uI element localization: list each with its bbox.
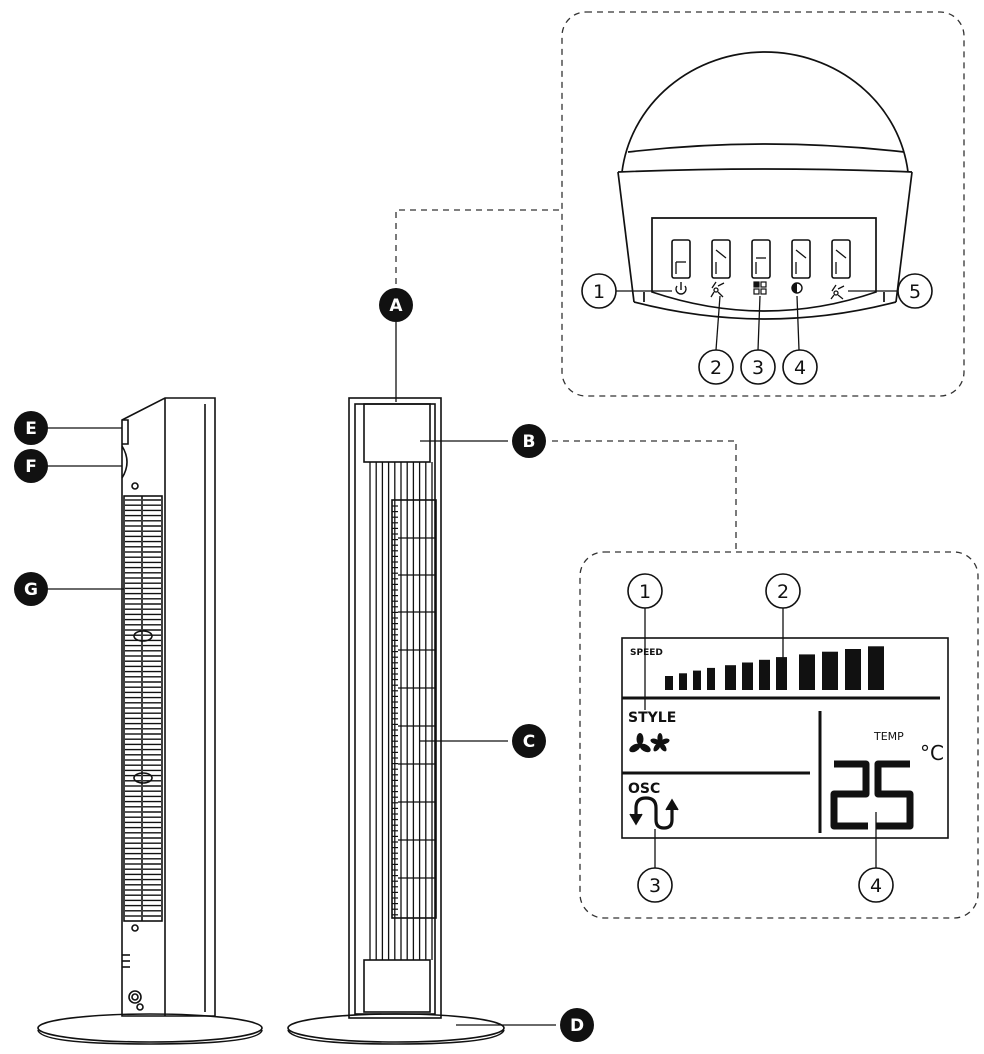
svg-text:D: D	[570, 1016, 584, 1036]
lcd-temp-digits	[830, 760, 914, 830]
panel-button-5	[831, 239, 851, 279]
lcd-callout-1: 1	[627, 573, 663, 609]
svg-text:1: 1	[639, 581, 651, 603]
svg-text:C: C	[523, 732, 535, 752]
osc-arrows-icon	[629, 796, 679, 830]
panel-button-3	[751, 239, 771, 279]
panel-callout-3: 3	[740, 349, 776, 385]
lcd-style-label: STYLE	[628, 710, 676, 726]
lcd-screen	[621, 637, 949, 839]
dashed-connectors	[395, 209, 737, 552]
lcd-detail-box	[579, 551, 979, 919]
panel-callout-2: 2	[698, 349, 734, 385]
lcd-callout-3: 3	[637, 867, 673, 903]
lcd-temp-label: TEMP	[873, 730, 904, 743]
svg-text:4: 4	[870, 875, 882, 897]
svg-text:4: 4	[794, 357, 806, 379]
speed-bar	[822, 651, 838, 690]
speed-bar	[759, 659, 770, 690]
wind-style-icon	[629, 733, 670, 753]
callout-a: A	[379, 288, 413, 322]
speed-bar	[845, 649, 861, 690]
speed-bar	[742, 662, 753, 690]
speed-bar	[868, 646, 884, 690]
svg-text:G: G	[24, 580, 38, 600]
svg-text:2: 2	[710, 357, 722, 379]
power-icon	[675, 282, 687, 295]
speed-bar	[776, 657, 787, 690]
callout-g: G	[14, 572, 48, 606]
svg-text:E: E	[25, 419, 37, 439]
speed-level-bars	[665, 646, 884, 690]
svg-text:3: 3	[649, 875, 661, 897]
panel-button-2	[711, 239, 731, 279]
svg-text:B: B	[523, 432, 536, 452]
front-grille-rungs	[392, 505, 436, 916]
callout-d: D	[560, 1008, 594, 1042]
speed-fan-icon	[710, 281, 725, 298]
control-panel-drawing	[617, 51, 913, 320]
callout-c: C	[512, 724, 546, 758]
svg-text:A: A	[389, 296, 403, 316]
leader-lines	[44, 290, 898, 1026]
panel-button-1	[671, 239, 691, 279]
speed-bar	[725, 665, 736, 690]
front-grille-slats	[369, 462, 433, 960]
fan-front-view	[287, 397, 505, 1045]
callout-b: B	[512, 424, 546, 458]
lcd-temp-value: 25	[0, 0, 2, 1]
control-panel-detail-box	[561, 11, 965, 397]
callout-e: E	[14, 411, 48, 445]
oscillation-icon	[830, 284, 845, 300]
panel-button-mark	[795, 249, 807, 259]
speed-bar	[799, 654, 815, 690]
panel-button-mark	[715, 249, 727, 259]
fan-side-view	[37, 397, 263, 1045]
speed-bar	[665, 676, 673, 690]
mode-icon	[753, 281, 767, 295]
side-grille	[125, 499, 161, 917]
lcd-callout-4: 4	[858, 867, 894, 903]
panel-buttons	[671, 239, 851, 279]
panel-button-mark	[835, 249, 847, 259]
svg-text:F: F	[25, 457, 37, 477]
speed-bar	[679, 673, 687, 690]
lcd-temp-unit: °C	[920, 741, 944, 765]
speed-bar	[707, 667, 715, 690]
svg-text:1: 1	[593, 281, 605, 303]
panel-callout-4: 4	[782, 349, 818, 385]
speed-bar	[693, 670, 701, 690]
lcd-speed-label: SPEED	[630, 648, 663, 658]
panel-callout-1: 1	[581, 273, 617, 309]
panel-callout-5: 5	[897, 273, 933, 309]
svg-text:3: 3	[752, 357, 764, 379]
lcd-callout-2: 2	[765, 573, 801, 609]
svg-text:5: 5	[909, 281, 921, 303]
timer-icon	[791, 282, 803, 294]
callout-f: F	[14, 449, 48, 483]
lcd-osc-label: OSC	[628, 781, 660, 797]
panel-button-4	[791, 239, 811, 279]
svg-text:2: 2	[777, 581, 789, 603]
